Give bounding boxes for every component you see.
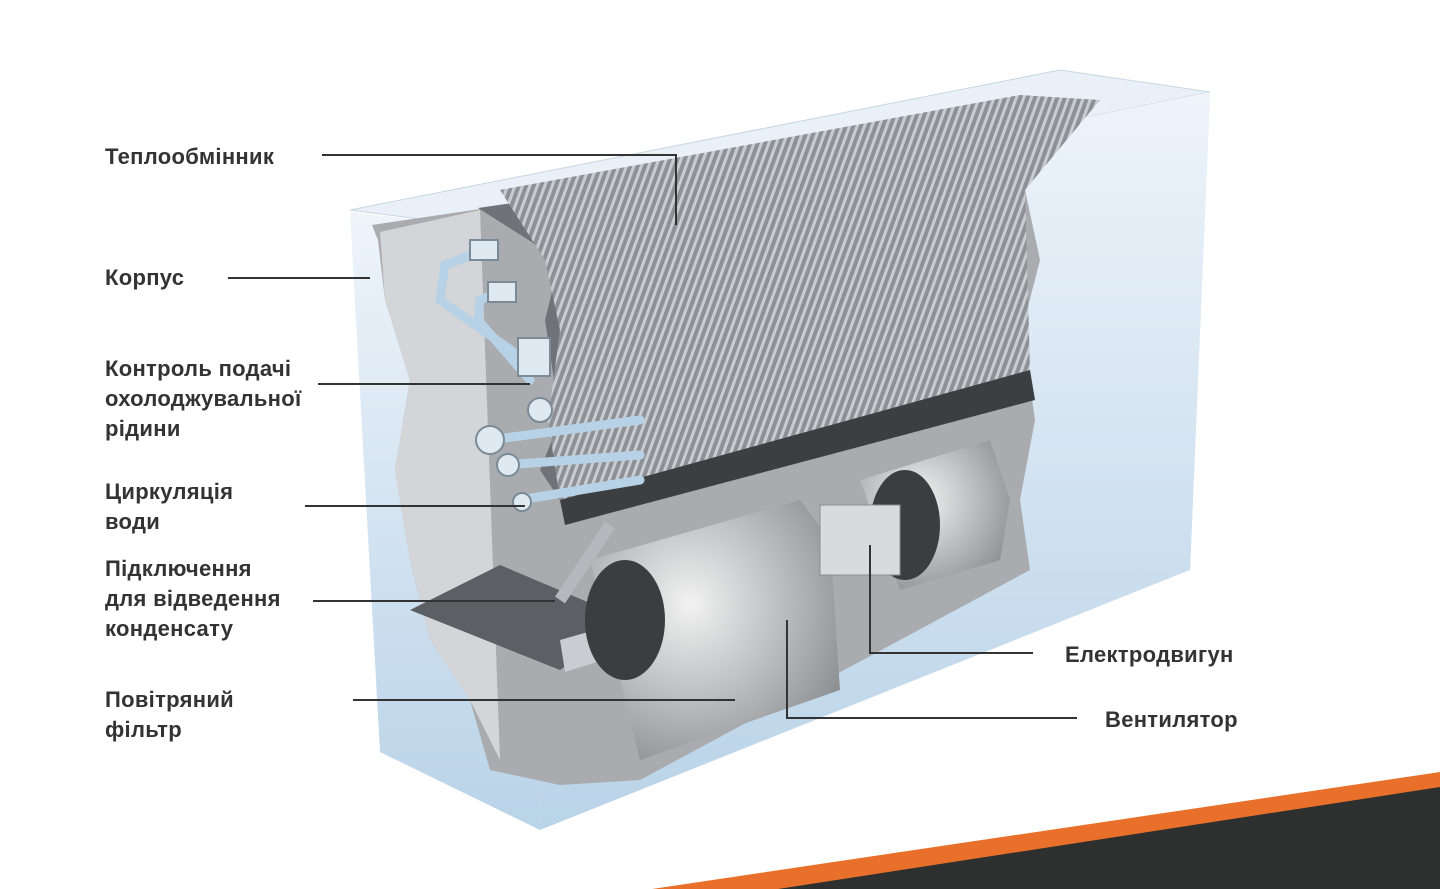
dark-accent-band [778,787,1440,889]
label-air-filter: Повітряний фільтр [105,687,234,742]
label-motor: Електродвигун [1065,642,1234,667]
label-fan: Вентилятор [1105,707,1238,732]
heat-exchanger [500,95,1100,525]
electric-motor [819,504,901,576]
pipe-valves [469,239,553,512]
fan-blowers [585,440,1010,760]
leader-lines [228,154,1077,719]
label-condensate-connection: Підключення для відведення конденсату [105,556,281,641]
label-heat-exchanger: Теплообмінник [105,144,275,169]
label-casing: Корпус [105,265,185,290]
label-water-circulation: Циркуляція води [105,479,234,534]
label-coolant-control: Контроль подачі охолоджувальної рідини [105,356,302,441]
